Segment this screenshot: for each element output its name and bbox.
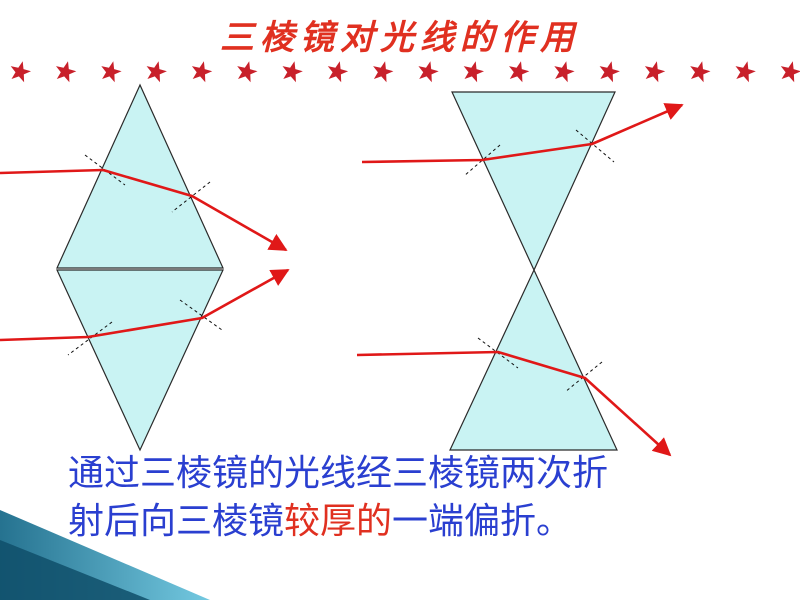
star-icon (690, 61, 711, 83)
star-icon (509, 61, 530, 83)
page-title: 三棱镜对光线的作用 (220, 18, 580, 58)
left-upper-prism (56, 83, 224, 269)
right-upper-prism (451, 91, 616, 272)
star-icon (56, 61, 77, 83)
star-icon (644, 61, 666, 83)
light-ray (0, 268, 290, 342)
light-ray (356, 350, 672, 457)
normal-line (564, 361, 603, 393)
star-icon (554, 61, 575, 83)
light-ray (0, 168, 288, 252)
star-icon (418, 61, 439, 83)
normal-line (463, 144, 501, 177)
star-divider (10, 61, 800, 83)
star-icon (780, 61, 800, 83)
star-icon (463, 61, 484, 83)
caption-highlight: 较厚的 (284, 501, 393, 542)
star-icon (327, 61, 349, 83)
star-icon (101, 61, 122, 83)
star-icon (735, 61, 756, 83)
caption-line-2: 射后向三棱镜较厚的一端偏折。 (68, 498, 788, 546)
caption-line-2-end: 一端偏折。 (392, 501, 573, 542)
star-icon (191, 61, 213, 83)
light-ray (361, 103, 684, 164)
decorative-corner (0, 500, 240, 600)
star-icon (237, 61, 258, 83)
caption-text: 通过三棱镜的光线经三棱镜两次折 射后向三棱镜较厚的一端偏折。 (68, 450, 788, 546)
star-icon (373, 61, 394, 83)
star-icon (282, 61, 303, 83)
left-lower-prism (56, 269, 224, 452)
caption-line-1: 通过三棱镜的光线经三棱镜两次折 (68, 453, 609, 494)
star-icon (599, 61, 620, 83)
caption-line-2-start: 射后向三棱镜 (68, 501, 285, 542)
right-lower-prism (449, 268, 618, 451)
normal-line (575, 129, 615, 163)
normal-line (179, 299, 223, 331)
star-icon (146, 61, 167, 83)
star-icon (10, 61, 31, 83)
